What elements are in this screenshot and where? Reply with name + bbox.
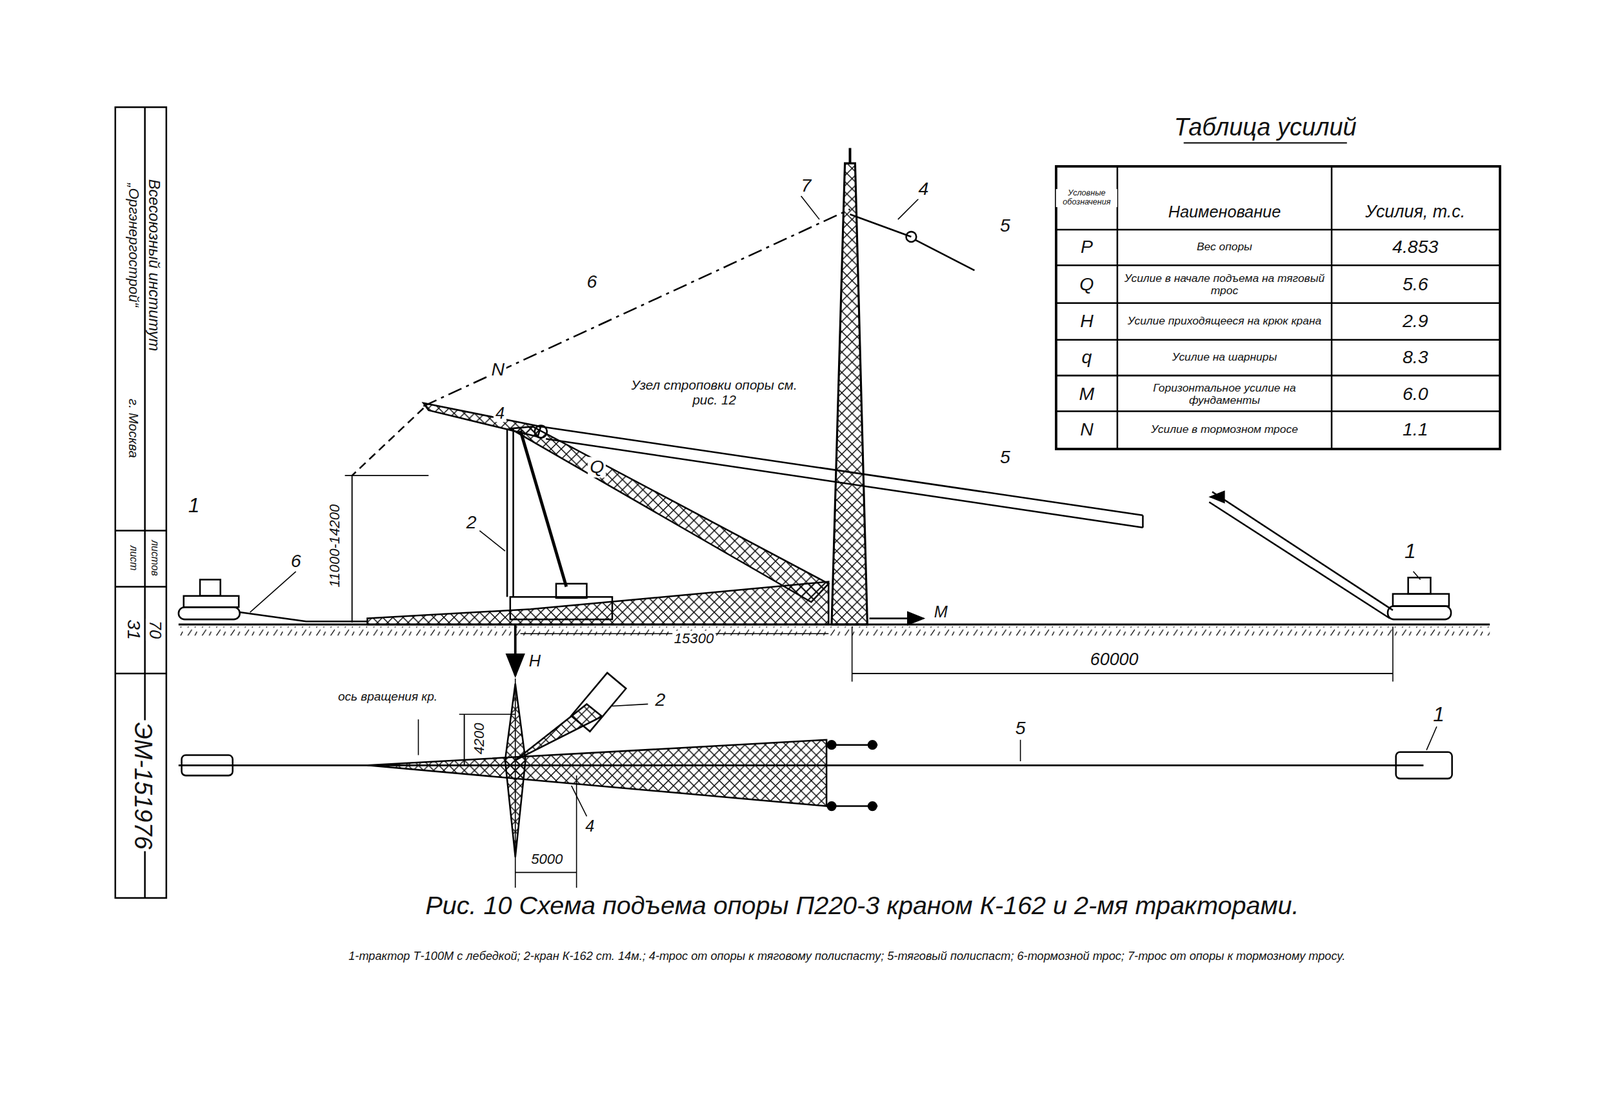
institute-name: Всесоюзный институт bbox=[145, 177, 163, 354]
sheet-count: 70 bbox=[145, 618, 164, 641]
callout-number: 6 bbox=[584, 271, 599, 292]
table-symbol: P bbox=[1078, 236, 1095, 257]
callout-number: 1 bbox=[186, 494, 202, 517]
table-symbol: M bbox=[1077, 383, 1097, 404]
note-label: Узел строповки опоры см. рис. 12 bbox=[623, 378, 806, 408]
table-cell: Вес опоры bbox=[1120, 240, 1329, 253]
axis-label: ось вращения кр. bbox=[336, 690, 440, 704]
table-value: 4.853 bbox=[1390, 236, 1440, 257]
table-cell: Усилие в начале подъема на тяговый трос bbox=[1120, 272, 1329, 297]
dimension-label: 60000 bbox=[1088, 650, 1141, 671]
table-header: Условные обозначения bbox=[1056, 189, 1118, 208]
city-name: г. Москва bbox=[126, 396, 142, 460]
callout-number: 4 bbox=[493, 404, 507, 423]
callout-number: 1 bbox=[1402, 540, 1419, 563]
table-cell: Усилие приходящееся на крюк крана bbox=[1120, 315, 1329, 328]
institute-name: „Оргэнергострой“ bbox=[125, 181, 142, 310]
table-title: Таблица усилий bbox=[1172, 114, 1359, 142]
drawing-number: ЭМ-151976 bbox=[129, 720, 157, 851]
dimension-label: 15300 bbox=[672, 630, 717, 647]
table-value: 2.9 bbox=[1400, 311, 1431, 332]
force-label: M bbox=[932, 603, 950, 622]
figure-caption: Рис. 10 Схема подъема опоры П220-3 крано… bbox=[423, 892, 1301, 921]
callout-number: 5 bbox=[998, 215, 1013, 236]
table-symbol: q bbox=[1080, 347, 1095, 368]
table-header: Усилия, т.с. bbox=[1363, 202, 1468, 222]
dimension-label: 4200 bbox=[471, 720, 488, 757]
callout-number: 7 bbox=[799, 175, 814, 196]
table-value: 8.3 bbox=[1400, 347, 1431, 368]
callout-number: 5 bbox=[998, 447, 1013, 468]
force-label: Q bbox=[587, 457, 606, 478]
sheet-count-label: листов bbox=[149, 538, 161, 579]
table-symbol: N bbox=[1078, 419, 1096, 440]
table-value: 5.6 bbox=[1400, 274, 1431, 295]
table-symbol: H bbox=[1078, 311, 1096, 332]
callout-number: 4 bbox=[583, 817, 597, 836]
callout-number: 5 bbox=[1013, 718, 1028, 739]
callout-number: 6 bbox=[289, 550, 304, 571]
force-label: N bbox=[489, 359, 508, 380]
table-cell: Усилие на шарниры bbox=[1120, 350, 1329, 364]
force-label: H bbox=[527, 652, 543, 671]
table-header: Наименование bbox=[1166, 203, 1284, 222]
dimension-label: 5000 bbox=[529, 851, 565, 868]
table-value: 6.0 bbox=[1400, 383, 1431, 404]
callout-number: 2 bbox=[652, 689, 668, 710]
callout-number: 1 bbox=[1430, 703, 1447, 726]
callout-number: 2 bbox=[464, 512, 479, 533]
legend-note: 1-трактор Т-100М с лебедкой; 2-кран К-16… bbox=[171, 949, 1523, 963]
callout-number: 4 bbox=[916, 178, 931, 199]
table-cell: Усилие в тормозном тросе bbox=[1120, 423, 1329, 436]
table-symbol: Q bbox=[1077, 274, 1096, 295]
sheet-number: 31 bbox=[123, 617, 144, 642]
sheet-label: лист bbox=[127, 543, 139, 573]
dimension-label: 11000-14200 bbox=[327, 502, 343, 590]
table-value: 1.1 bbox=[1400, 419, 1431, 440]
table-cell: Горизонтальное усилие на фундаменты bbox=[1120, 381, 1329, 406]
